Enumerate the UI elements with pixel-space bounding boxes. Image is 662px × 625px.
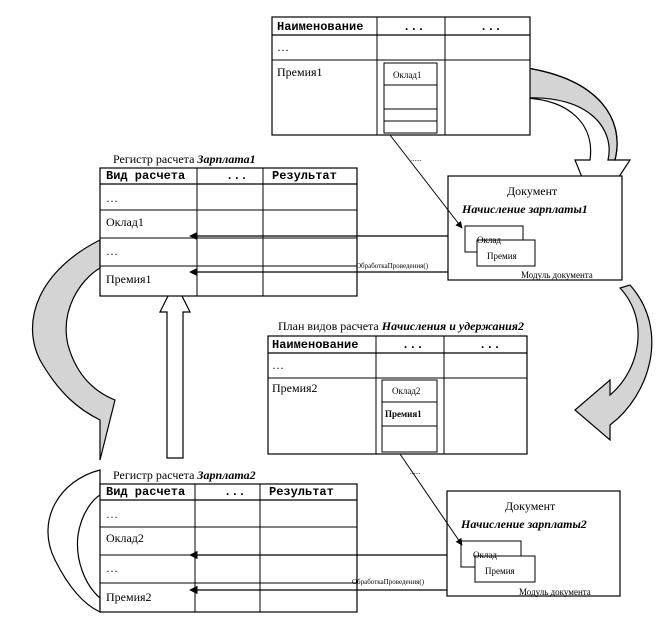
plan1-row-ellipsis: …	[277, 40, 289, 54]
plan1-header-col2: ...	[403, 20, 425, 34]
plan2-header-col3: ...	[479, 338, 501, 352]
plan1-header-col3: ...	[480, 20, 502, 34]
register1-header-result: Результат	[272, 169, 337, 183]
plan2-table	[267, 335, 528, 455]
document2-name: Начисление зарплаты2	[461, 517, 587, 531]
register2-header-kind: Вид расчета	[106, 485, 186, 499]
document1-title: Документ	[507, 184, 558, 198]
plan2-to-doc2-arrow	[399, 453, 463, 546]
document2-item-oklad: Оклад	[473, 550, 497, 560]
register1-title: Регистр расчета Зарплата1	[113, 152, 256, 166]
document2-dots: ......	[410, 468, 421, 476]
document2-handler-label: ОбработкаПроведения()	[352, 578, 425, 586]
register2-row-3: …	[106, 561, 118, 575]
register2-header-result: Результат	[269, 485, 334, 499]
register1-row-premia1: Премия1	[106, 272, 152, 286]
register2-row-1: …	[106, 507, 118, 521]
register1-header-col2: ...	[226, 169, 248, 183]
document2-module-label: Модуль документа	[519, 587, 591, 597]
plan2-title: План видов расчета Начисления и удержани…	[278, 319, 524, 333]
register1-header-kind: Вид расчета	[106, 169, 186, 183]
register2-header-col2: ...	[224, 485, 246, 499]
curved-flow-arrow-left	[31, 239, 116, 461]
plan1-table	[271, 16, 531, 136]
register2-row-oklad2: Оклад2	[106, 531, 144, 545]
plan1-to-doc1-arrow	[389, 134, 463, 229]
register1-row-oklad1: Оклад1	[106, 215, 144, 229]
register1-row-3: …	[106, 244, 118, 258]
curved-flow-arrow-bottom-left	[47, 469, 101, 613]
document2-item-premia: Премия	[485, 566, 515, 576]
up-arrow	[159, 280, 191, 459]
document1-module-label: Модуль документа	[521, 270, 593, 280]
document1-handler-label: ОбработкаПроведения()	[356, 262, 429, 270]
register2-table	[99, 483, 358, 613]
document1-dots: ......	[411, 155, 422, 163]
register1-row-1: …	[106, 191, 118, 205]
register2-title: Регистр расчета Зарплата2	[113, 468, 256, 482]
plan2-subcell-stack	[381, 379, 438, 453]
document1-item-oklad: Оклад	[477, 235, 501, 245]
document2-title: Документ	[505, 499, 556, 513]
plan2-subcell-premia1: Премия1	[385, 409, 422, 419]
plan2-subcell-oklad2: Оклад2	[392, 386, 421, 396]
document1-name: Начисление зарплаты1	[462, 202, 588, 216]
plan2-row-premia2: Премия2	[272, 381, 318, 395]
register2-row-premia2: Премия2	[106, 590, 152, 604]
curved-flow-arrow-mid-right	[574, 284, 653, 442]
plan1-subcell-oklad1: Оклад1	[393, 70, 422, 80]
curved-flow-arrow-top-right	[524, 67, 618, 161]
plan2-row-ellipsis: …	[272, 358, 284, 372]
document1-item-premia: Премия	[487, 251, 517, 261]
plan2-header-col2: ...	[402, 338, 424, 352]
plan1-header-name: Наименование	[277, 20, 364, 34]
plan2-header-name: Наименование	[272, 338, 359, 352]
document1-box	[447, 175, 623, 281]
plan1-row-premia1: Премия1	[277, 65, 323, 79]
register1-table	[99, 167, 358, 297]
document2-box	[446, 490, 621, 597]
